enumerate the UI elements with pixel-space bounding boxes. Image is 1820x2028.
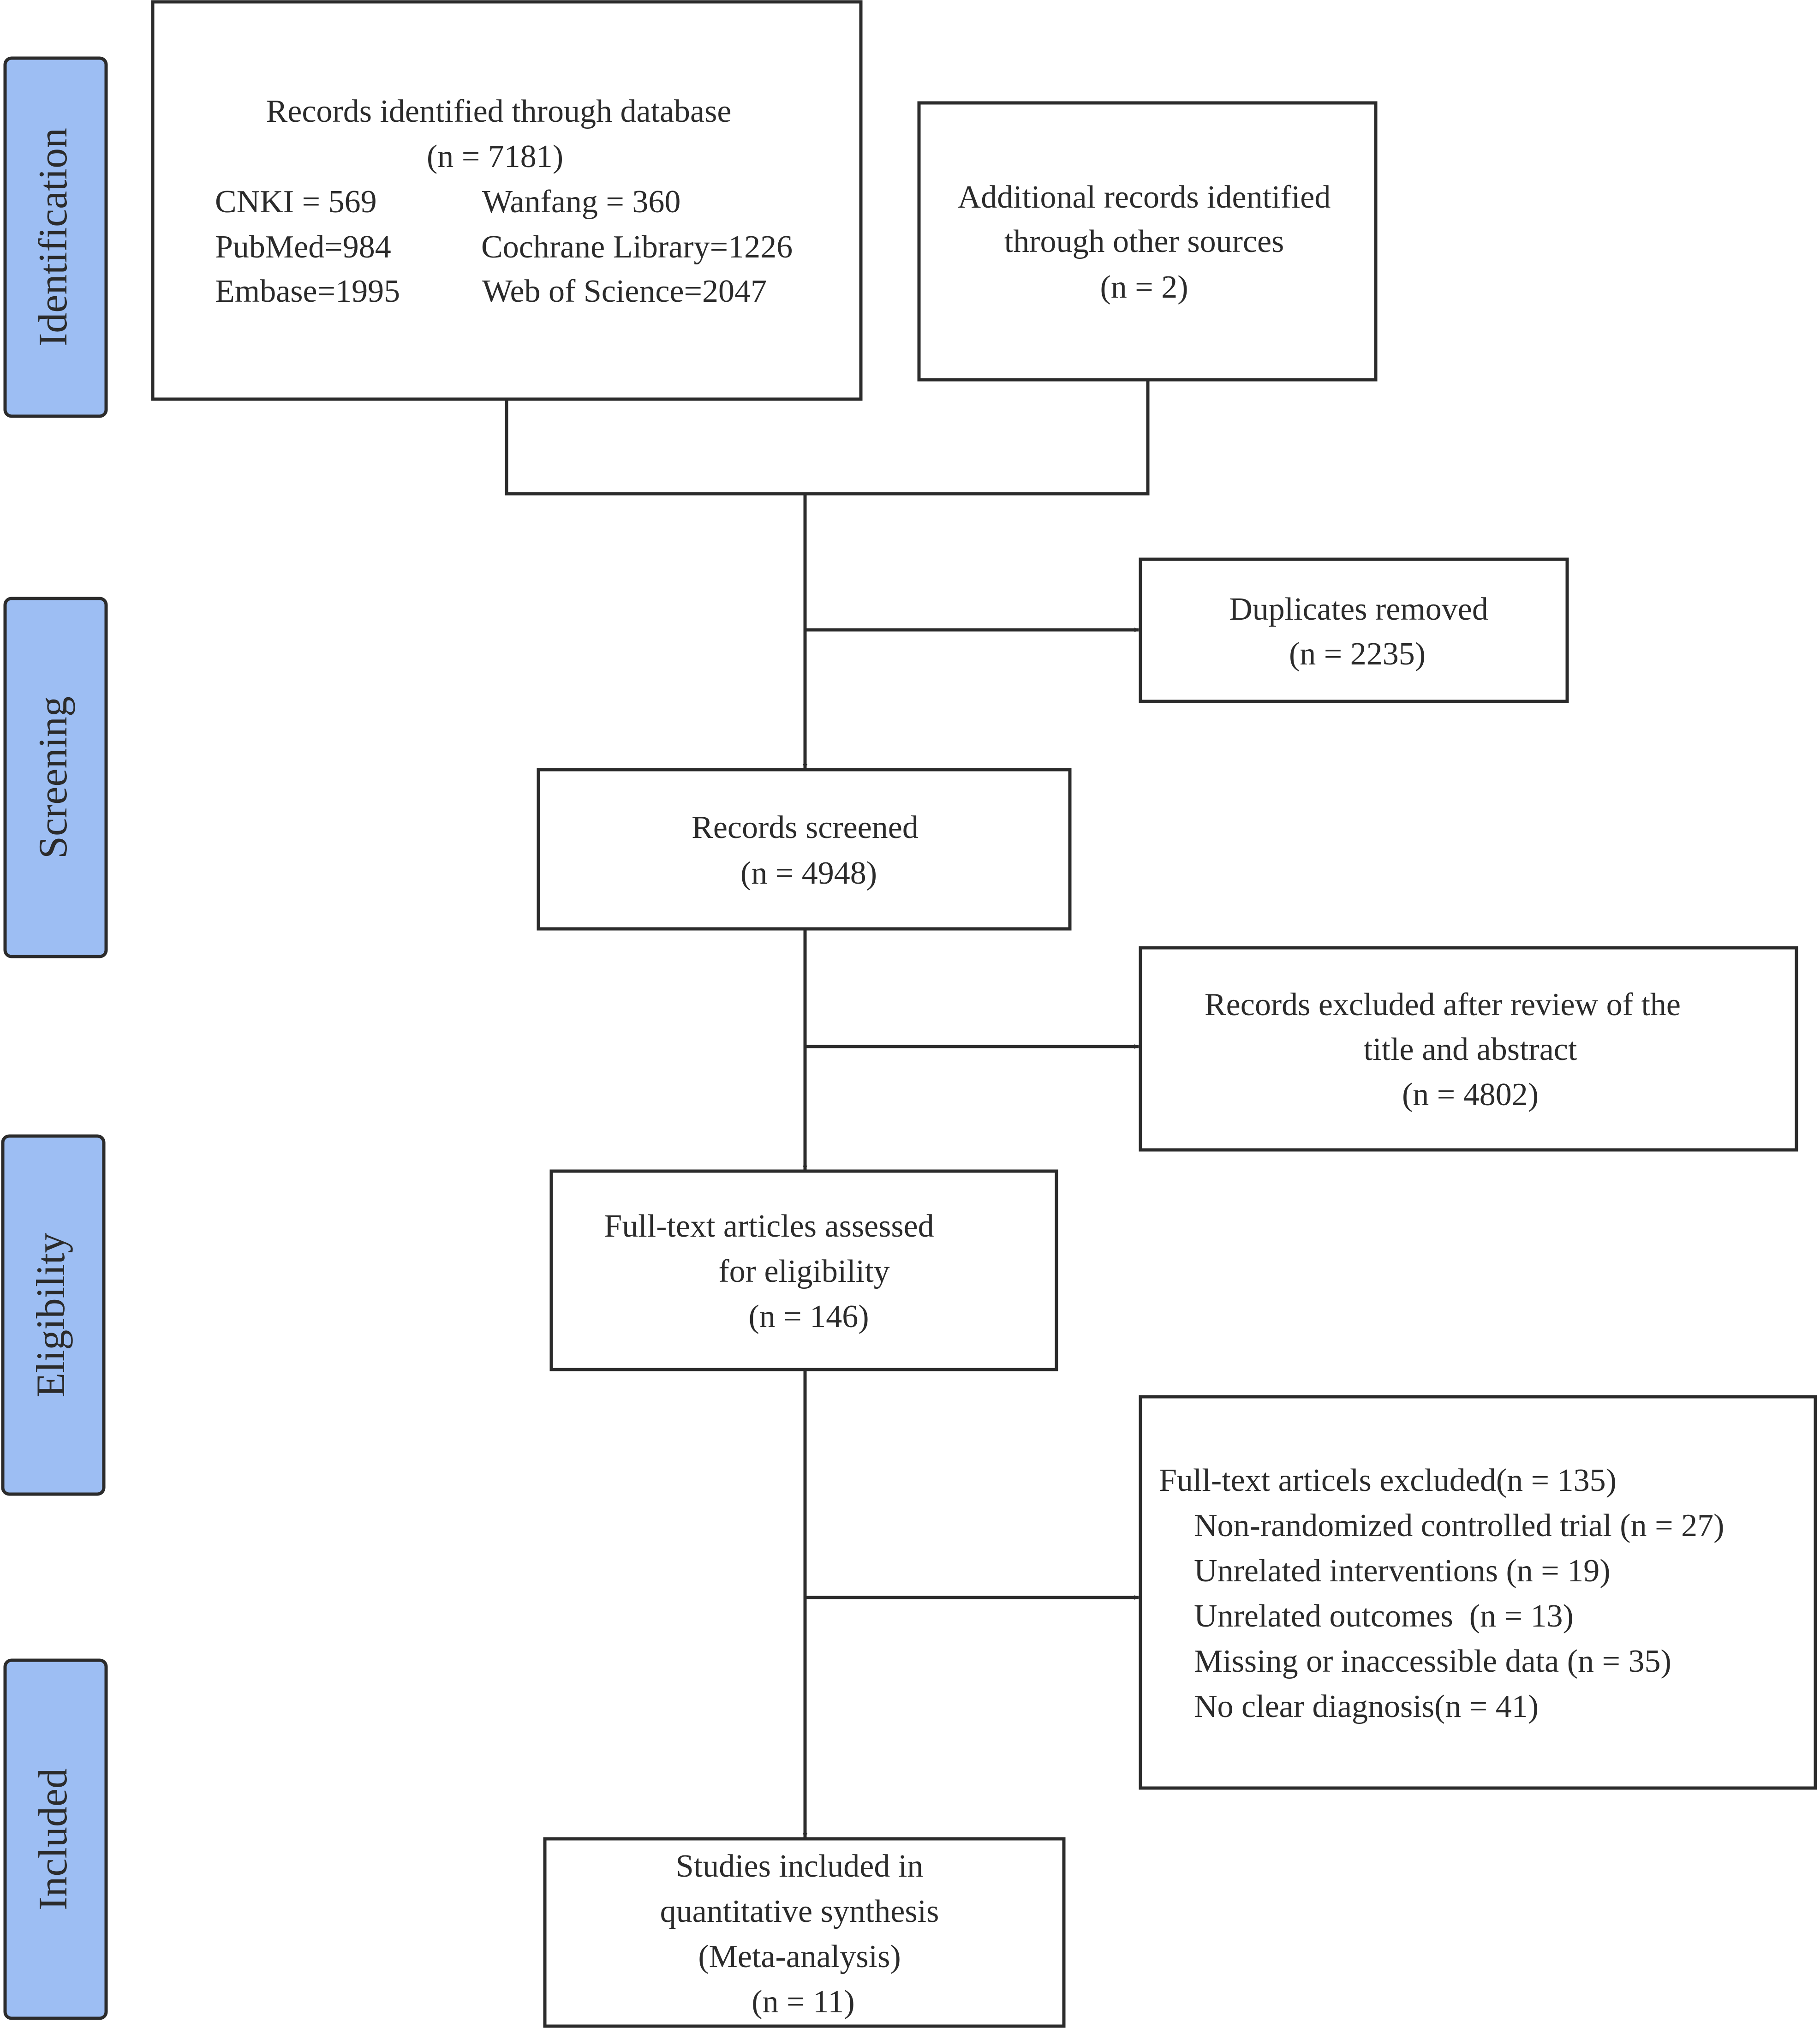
- stage-included-label: Included: [31, 1768, 76, 1910]
- exclusion-reason: Non-randomized controlled trial (n = 27): [1194, 1508, 1724, 1543]
- fulltext-assessed-line2: for eligibility: [718, 1254, 889, 1289]
- duplicates-label: Duplicates removed: [1229, 592, 1488, 627]
- stage-identification: Identification: [3, 56, 108, 418]
- excluded-title-line1: Records excluded after review of the: [1205, 987, 1681, 1023]
- source-wos: Web of Science=2047: [482, 274, 767, 309]
- screened-label: Records screened: [692, 810, 919, 845]
- excluded-title-count: (n = 4802): [1402, 1077, 1539, 1113]
- exclusion-reason: Missing or inaccessible data (n = 35): [1194, 1644, 1671, 1679]
- stage-included: Included: [3, 1658, 108, 2020]
- screened-count: (n = 4948): [740, 855, 877, 891]
- source-cnki: CNKI = 569: [215, 184, 377, 220]
- records-database-count: (n = 7181): [427, 139, 563, 174]
- box-records-excluded: Records excluded after review of the tit…: [1139, 946, 1798, 1152]
- additional-records-count: (n = 2): [1100, 269, 1188, 305]
- box-studies-included: Studies included in quantitative synthes…: [543, 1837, 1066, 2028]
- fulltext-assessed-count: (n = 146): [748, 1299, 869, 1334]
- stage-eligibility: Eligibility: [1, 1134, 106, 1496]
- records-database-title: Records identified through database: [266, 94, 732, 129]
- stage-eligibility-label: Eligibility: [29, 1233, 73, 1398]
- box-records-database: Records identified through database (n =…: [151, 0, 863, 401]
- exclusion-reason: Unrelated outcomes (n = 13): [1194, 1598, 1574, 1634]
- box-additional-records: Additional records identified through ot…: [917, 101, 1378, 382]
- duplicates-count: (n = 2235): [1289, 636, 1426, 672]
- source-embase: Embase=1995: [215, 274, 400, 309]
- box-records-screened: Records screened (n = 4948): [537, 768, 1072, 931]
- box-duplicates-removed: Duplicates removed (n = 2235): [1139, 557, 1569, 703]
- stage-screening-label: Screening: [31, 696, 76, 859]
- excluded-title-line2: title and abstract: [1364, 1032, 1577, 1067]
- box-fulltext-excluded: Full-text articels excluded(n = 135) Non…: [1139, 1395, 1817, 1790]
- exclusion-reason: No clear diagnosis(n = 41): [1194, 1689, 1539, 1724]
- stage-screening: Screening: [3, 597, 108, 958]
- included-line3: (Meta-analysis): [698, 1939, 901, 1974]
- included-line2: quantitative synthesis: [660, 1894, 939, 1929]
- source-pubmed: PubMed=984: [215, 229, 391, 265]
- exclusion-reason: Unrelated interventions (n = 19): [1194, 1553, 1611, 1589]
- merge-connector: [505, 380, 1150, 496]
- additional-records-line1: Additional records identified: [958, 179, 1331, 215]
- included-count: (n = 11): [752, 1984, 855, 2020]
- source-wanfang: Wanfang = 360: [482, 184, 680, 220]
- stage-identification-label: Identification: [31, 128, 76, 347]
- source-cochrane: Cochrane Library=1226: [481, 229, 793, 265]
- additional-records-line2: through other sources: [1004, 224, 1284, 259]
- fulltext-assessed-line1: Full-text articles assessed: [604, 1208, 934, 1244]
- box-fulltext-assessed: Full-text articles assessed for eligibil…: [549, 1169, 1058, 1371]
- connectors: [505, 380, 1150, 1838]
- fulltext-excluded-header: Full-text articels excluded(n = 135): [1159, 1463, 1617, 1498]
- included-line1: Studies included in: [676, 1849, 924, 1884]
